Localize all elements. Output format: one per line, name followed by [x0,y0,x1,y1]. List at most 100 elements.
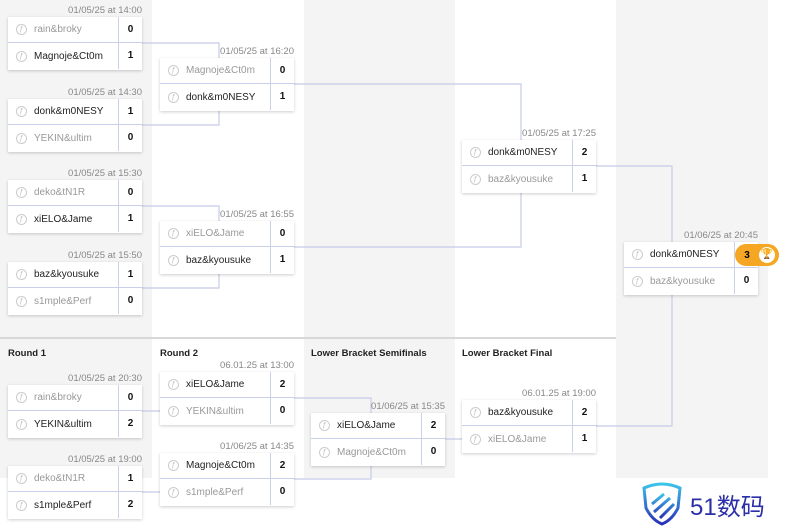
match-time: 01/05/25 at 15:30 [68,168,142,179]
match-time: 01/05/25 at 14:00 [68,5,142,16]
team-logo-icon: ƒ [319,420,330,431]
team-logo-icon: ƒ [16,213,27,225]
team-name: xiELO&Jame [34,213,93,225]
connector [142,205,220,221]
team-name: Magnoje&Ct0m [186,460,255,471]
connector [142,274,220,289]
connector [294,193,522,248]
team-score: 2 [270,452,294,479]
round-header: Lower Bracket Semifinals [311,348,427,359]
round-header: Lower Bracket Final [462,348,553,359]
team-logo-icon: ƒ [16,24,27,35]
team-logo-icon: ƒ [168,254,179,266]
team-name: YEKIN&ultim [34,418,92,430]
team-logo-icon: ƒ [16,50,27,62]
round-header: Round 1 [8,348,46,359]
team-logo-icon: ƒ [168,460,179,471]
team-row[interactable]: ƒ Magnoje&Ct0m 2 [160,452,294,479]
team-score: 2 [421,412,445,439]
connector [294,397,372,413]
shield-logo-icon [642,482,682,526]
team-logo-icon: ƒ [470,173,481,185]
team-name: s1mple&Perf [34,499,92,511]
connector [142,42,220,58]
team-name: YEKIN&ultim [186,405,244,417]
bracket-divider [0,337,616,339]
brand-text: 51数码 [690,493,765,521]
team-logo-icon: ƒ [16,187,27,198]
team-name: baz&kyousuke [488,407,554,418]
team-row[interactable]: ƒ baz&kyousuke 1 [462,166,596,192]
match-time: 01/05/25 at 16:55 [220,209,294,220]
team-score: 0 [118,179,142,206]
team-logo-icon: ƒ [168,486,179,498]
team-score: 1 [572,166,596,192]
team-score: 0 [734,268,758,294]
team-name: Magnoje&Ct0m [34,50,103,62]
team-logo-icon: ƒ [319,446,330,458]
connector [294,83,522,140]
connector [142,111,220,126]
team-logo-icon: ƒ [168,65,179,76]
team-name: s1mple&Perf [34,295,92,307]
connector [294,466,372,480]
team-row[interactable]: ƒ xiELO&Jame 1 [8,206,142,232]
team-score: 1 [118,206,142,232]
match-time: 01/06/25 at 15:35 [371,401,445,412]
team-name: baz&kyousuke [186,254,252,266]
match-time: 01/05/25 at 20:30 [68,373,142,384]
match-time: 01/05/25 at 16:20 [220,46,294,57]
team-score: 1 [118,465,142,492]
round-header: Round 2 [160,348,198,359]
team-score: 0 [270,398,294,424]
team-score: 0 [270,479,294,505]
column-bg [616,0,768,478]
team-score: 1 [572,426,596,452]
team-score: 2 [270,371,294,398]
team-logo-icon: ƒ [168,379,179,390]
team-name: rain&broky [34,392,82,403]
team-name: baz&kyousuke [488,173,554,185]
team-score: 0 [118,16,142,43]
